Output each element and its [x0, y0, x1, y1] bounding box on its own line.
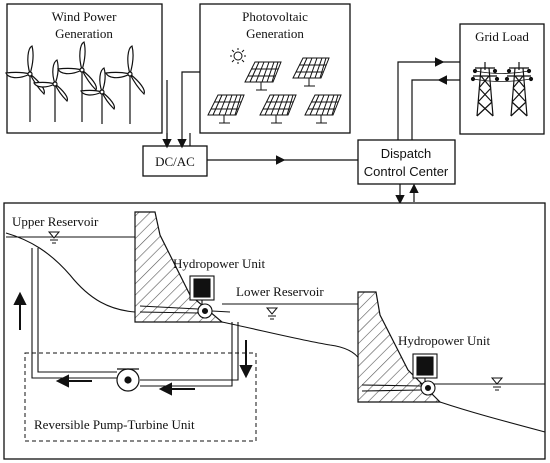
dcac-converter-box: DC/AC [142, 145, 208, 177]
sun-icon [230, 48, 246, 64]
hydropower-unit-1-label: Hydropower Unit [173, 256, 265, 271]
wind-title-line1: Wind Power [52, 9, 117, 24]
reversible-unit-label: Reversible Pump-Turbine Unit [34, 417, 195, 432]
water-level-icon [47, 231, 61, 244]
water-level-icon [265, 307, 279, 320]
transmission-tower-icon [470, 62, 534, 117]
water-level-icon [490, 377, 504, 391]
generator-icon [189, 275, 215, 319]
wind-turbine-icon [5, 41, 145, 124]
dispatch-label-line1: Dispatch [381, 146, 432, 161]
pv-title-line1: Photovoltaic [242, 9, 308, 24]
pumped-hydro-system-box: Upper Reservoir Hydropower Unit Lower Re… [3, 202, 546, 460]
grid-load-box: Grid Load [459, 23, 545, 135]
pv-title-line2: Generation [246, 26, 304, 41]
grid-load-title: Grid Load [475, 29, 529, 44]
upper-reservoir-label: Upper Reservoir [12, 214, 99, 229]
dispatch-control-center-box: Dispatch Control Center [357, 139, 456, 185]
wind-power-box: Wind Power Generation [5, 3, 163, 134]
photovoltaic-box: Photovoltaic Generation [199, 3, 351, 134]
reversible-unit-dashed-box [24, 352, 257, 442]
dcac-label: DC/AC [155, 154, 195, 169]
lower-reservoir-label: Lower Reservoir [236, 284, 324, 299]
generator-icon [412, 353, 438, 396]
hydropower-unit-2-label: Hydropower Unit [398, 333, 490, 348]
dispatch-label-line2: Control Center [364, 164, 449, 179]
pump-icon [116, 368, 140, 392]
flow-arrows [13, 291, 253, 396]
wind-title-line2: Generation [55, 26, 113, 41]
connector-lines [162, 57, 460, 205]
solar-panel-icon [207, 57, 342, 124]
